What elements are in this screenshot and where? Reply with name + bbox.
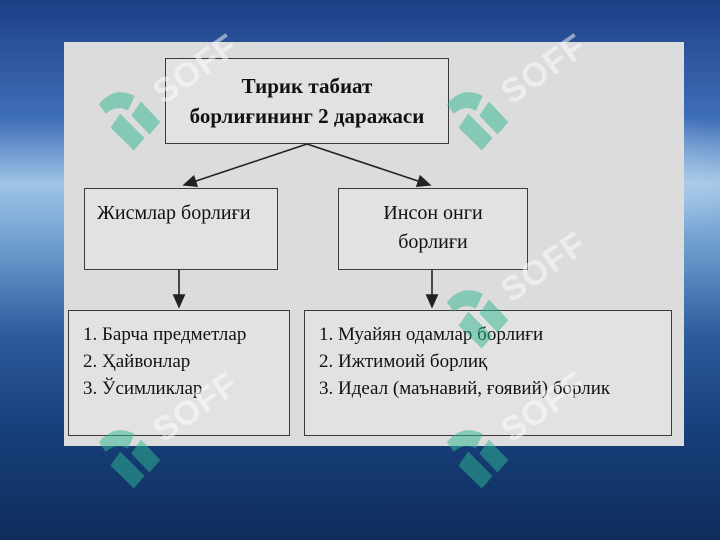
soff-leaf-logo-icon xyxy=(446,430,509,489)
soff-leaf-logo-icon xyxy=(98,430,161,489)
right-list-item: 2. Ижтимоий борлиқ xyxy=(319,351,488,372)
diagram-connectors xyxy=(172,143,439,309)
soff-leaf-logo-icon xyxy=(98,92,161,151)
root-node-line2: борлиғининг 2 даражаси xyxy=(189,104,425,128)
watermark-logo: SOFF xyxy=(434,351,602,498)
left-node: Жисмлар борлиғи xyxy=(84,188,278,270)
arrow-root-to-left xyxy=(182,143,308,188)
left-list-item: 2. Ҳайвонлар xyxy=(83,351,191,372)
right-node-line1: Инсон онги xyxy=(383,202,483,224)
diagram-panel: Тирик табиат борлиғининг 2 даражаси Жисм… xyxy=(64,42,684,446)
right-list: 1. Муайян одамлар борлиғи 2. Ижтимоий бо… xyxy=(304,310,672,436)
right-node-line2: борлиғи xyxy=(398,231,468,253)
left-list-item: 1. Барча предметлар xyxy=(83,324,247,345)
arrow-root-to-right xyxy=(306,143,432,188)
right-node: Инсон онги борлиғи xyxy=(338,188,528,270)
watermark-logo: SOFF xyxy=(434,211,602,358)
left-node-label: Жисмлар борлиғи xyxy=(97,202,251,224)
watermark-logo: SOFF xyxy=(86,351,254,498)
watermark-logo: SOFF xyxy=(434,13,602,160)
root-node: Тирик табиат борлиғининг 2 даражаси xyxy=(165,58,449,144)
watermark-logo: SOFF xyxy=(86,13,254,160)
soff-leaf-logo-icon xyxy=(446,92,509,151)
left-list: 1. Барча предметлар 2. Ҳайвонлар 3. Ўсим… xyxy=(68,310,290,436)
left-list-item: 3. Ўсимликлар xyxy=(83,378,203,399)
right-list-item: 3. Идеал (маънавий, ғоявий) борлик xyxy=(319,378,611,399)
root-node-line1: Тирик табиат xyxy=(241,74,373,98)
soff-leaf-logo-icon xyxy=(446,290,509,349)
